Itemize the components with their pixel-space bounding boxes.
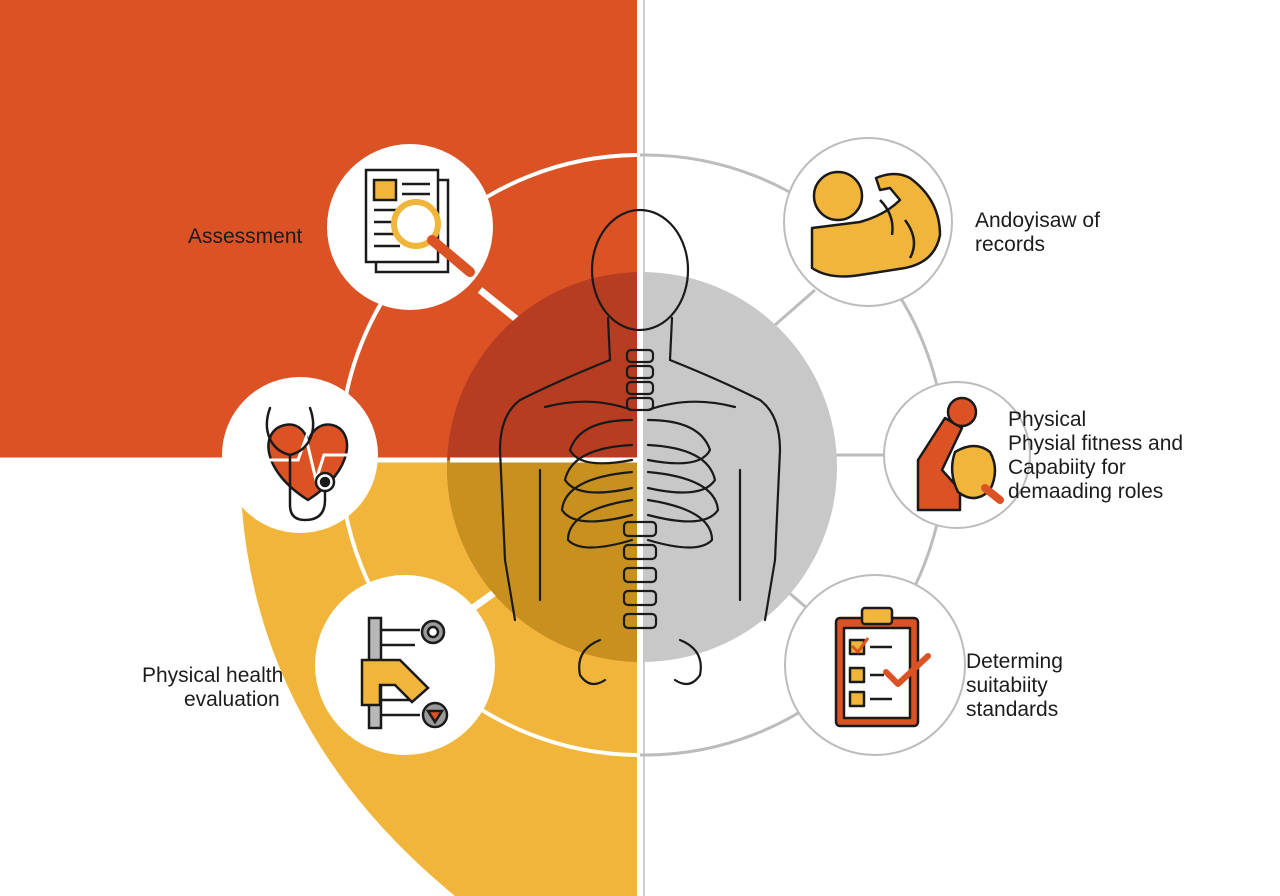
label-physical-health: Physical health evaluation [142, 664, 283, 712]
document-magnifier-icon [364, 168, 475, 277]
label-physical-health-line-2: evaluation [184, 688, 280, 711]
label-records-line-2: records [975, 233, 1046, 256]
label-fitness-line-2: Physial fitness and [1008, 432, 1184, 455]
clipboard-checklist-icon [834, 606, 931, 728]
node-physical-health [315, 575, 495, 755]
node-assessment [327, 144, 493, 310]
connector-records [774, 288, 816, 327]
connector-assessment [477, 287, 523, 325]
center-disc-right [640, 272, 837, 662]
label-records-line-1: Andoyisaw of [975, 209, 1100, 232]
label-fitness: Physical Physial fitness and Capabiity f… [1008, 408, 1183, 504]
label-assessment: Assessment [188, 225, 302, 249]
label-assessment-line: Assessment [188, 225, 303, 248]
node-records [783, 137, 953, 307]
label-standards-line-2: suitabiity [966, 674, 1048, 697]
label-physical-health-line-1: Physical health [142, 664, 284, 687]
node-standards [784, 574, 966, 756]
label-records: Andoyisaw of records [975, 209, 1100, 257]
label-fitness-line-1: Physical [1008, 408, 1087, 431]
human-skeleton-icon [498, 208, 782, 686]
flowchart-icon [360, 616, 449, 730]
node-fitness [883, 381, 1031, 529]
label-fitness-line-3: Capabiity for [1008, 456, 1126, 479]
node-heart [222, 377, 378, 533]
label-fitness-line-4: demaading roles [1008, 480, 1164, 503]
label-standards-line-3: standards [966, 698, 1059, 721]
label-standards-line-1: Determing [966, 650, 1063, 673]
stethoscope-heart-icon [265, 406, 354, 522]
kettlebell-arm-icon [916, 396, 1004, 512]
flexed-arm-icon [810, 170, 942, 278]
label-standards: Determing suitabiity standards [966, 650, 1063, 722]
